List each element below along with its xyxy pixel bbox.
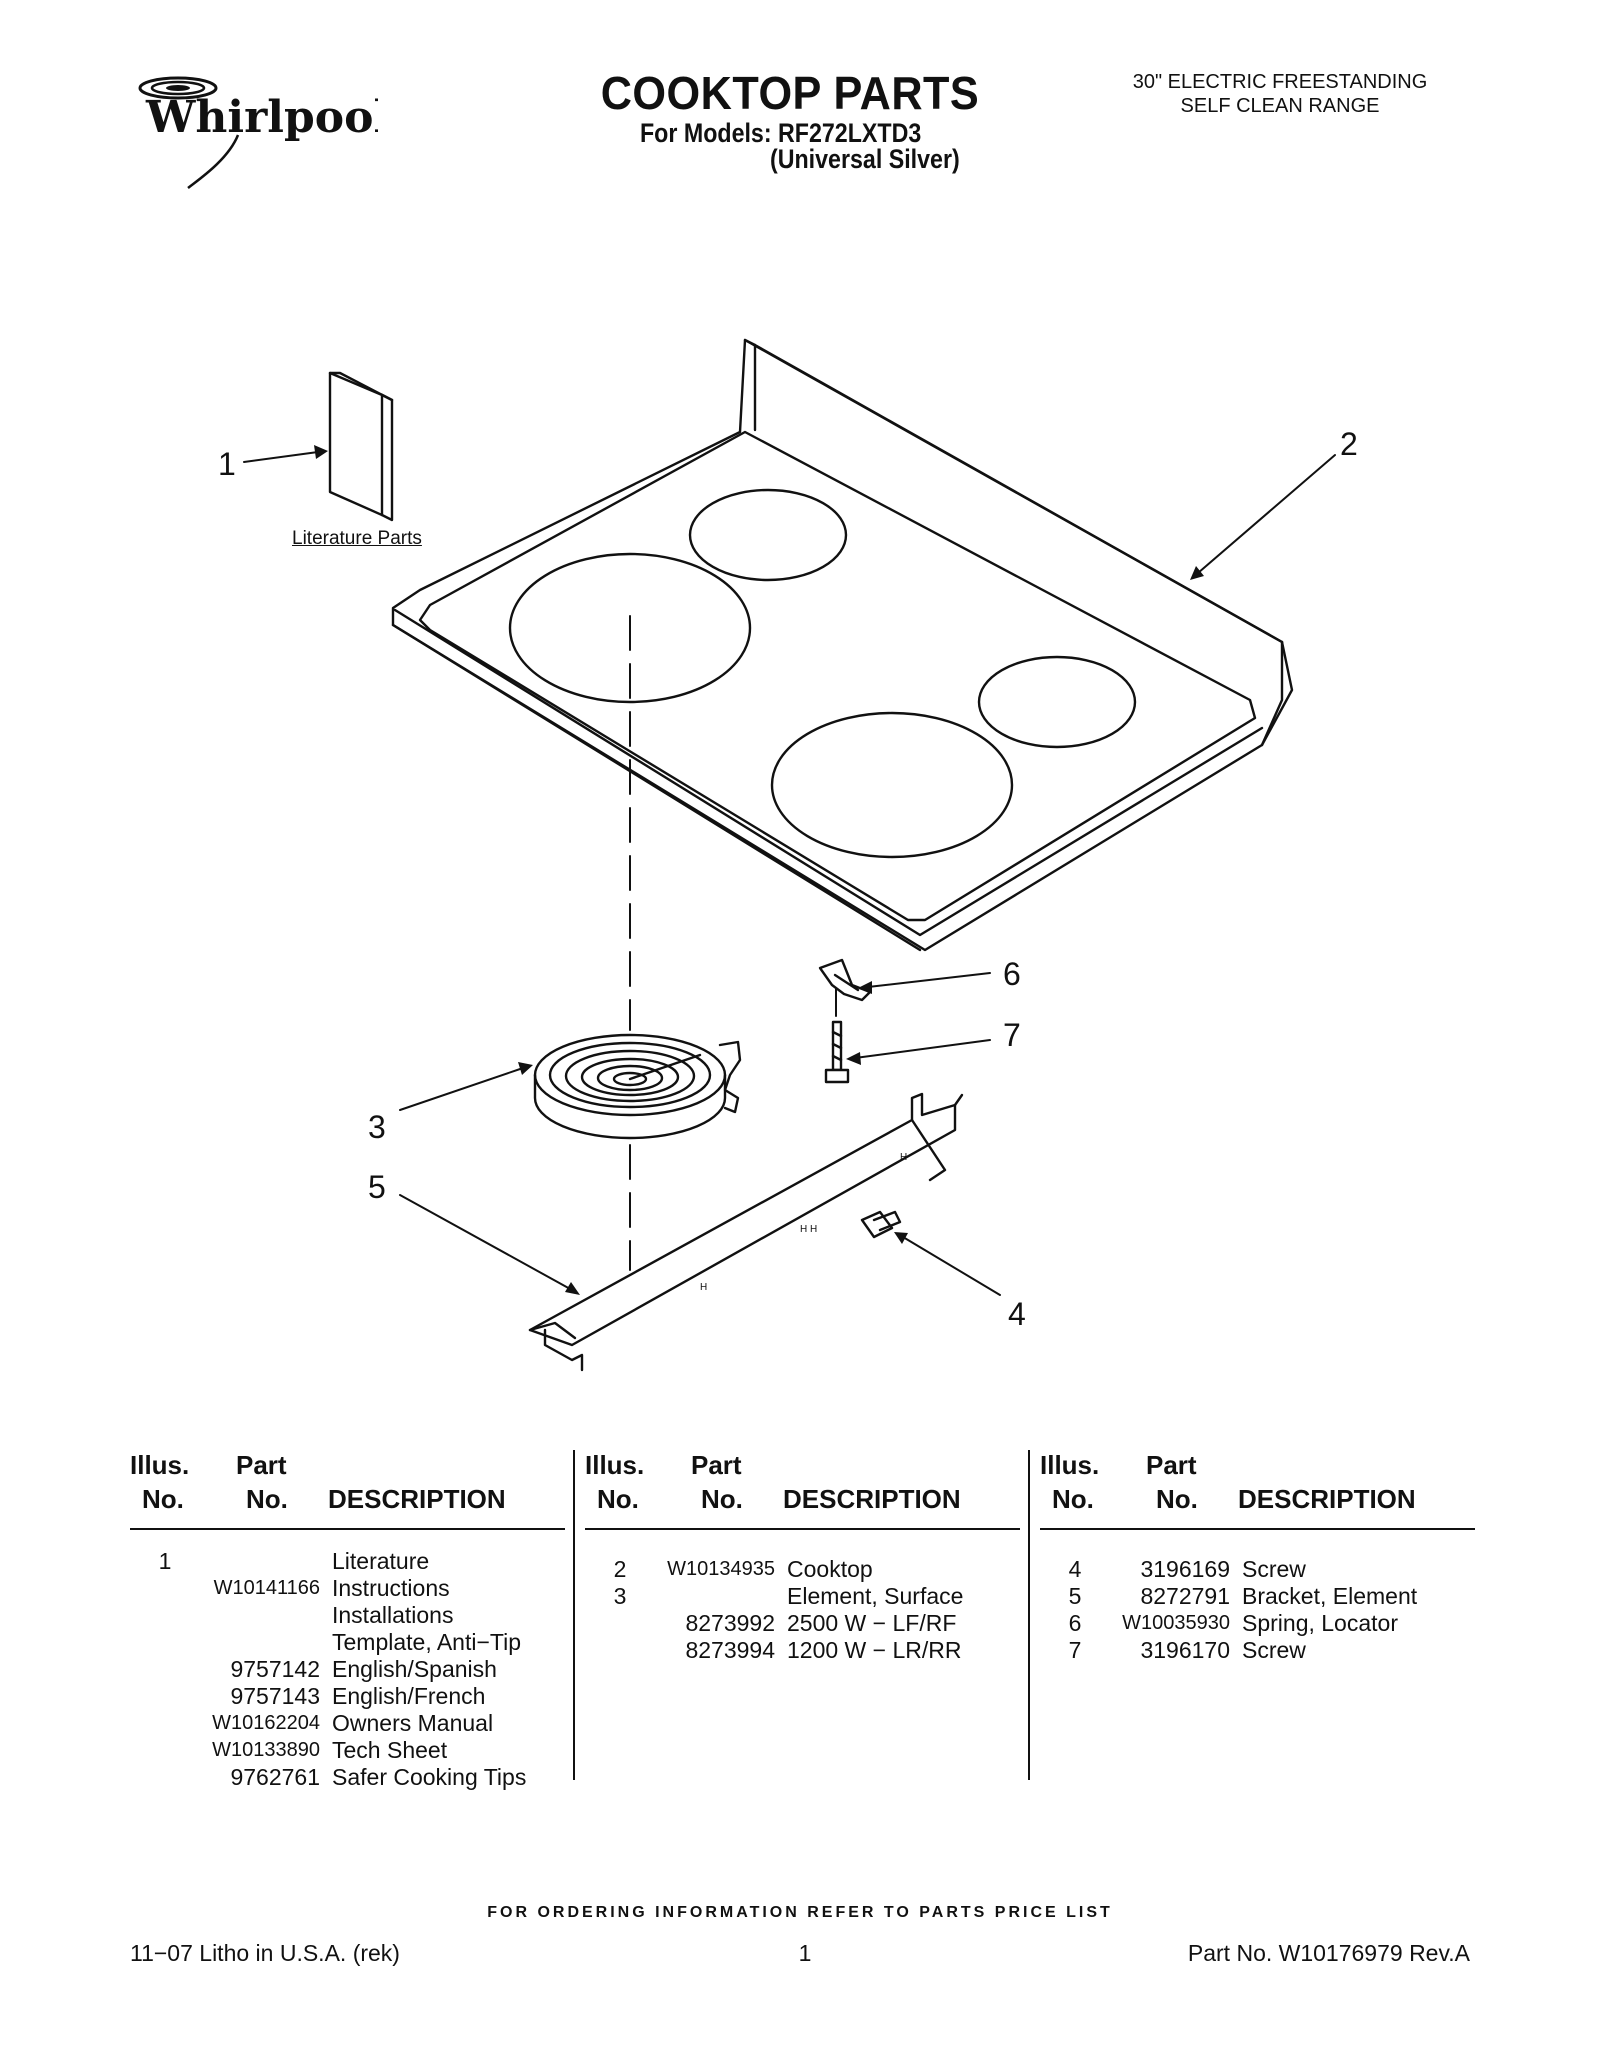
- spring-locator-drawing: [818, 958, 872, 1002]
- callout-3: 3: [368, 1109, 386, 1145]
- header-part-top: Part: [236, 1450, 287, 1480]
- header-part-top: Part: [1146, 1450, 1197, 1480]
- cooktop-drawing: [391, 338, 1294, 952]
- header-illus-top: Illus.: [1040, 1450, 1100, 1480]
- document-part-number: Part No. W10176979 Rev.A: [1187, 1940, 1470, 1966]
- svg-text:H: H: [700, 1282, 707, 1293]
- header-description: DESCRIPTION: [328, 1484, 506, 1514]
- whirlpool-logo: Whirlpool: [138, 76, 378, 189]
- header-part-bottom: No.: [246, 1484, 288, 1514]
- surface-element-drawing: [533, 1033, 742, 1140]
- header-illus-bottom: No.: [1052, 1484, 1094, 1514]
- product-description: 30" ELECTRIC FREESTANDING SELF CLEAN RAN…: [1100, 70, 1460, 118]
- column-divider: [573, 1450, 575, 1780]
- page-title: COOKTOP PARTS: [600, 67, 980, 119]
- table-row: Template, Anti−Tip: [332, 1629, 521, 1655]
- header-description: DESCRIPTION: [783, 1484, 961, 1514]
- header-illus-top: Illus.: [130, 1450, 190, 1480]
- header-description: DESCRIPTION: [1238, 1484, 1416, 1514]
- table-row: Installations: [332, 1602, 454, 1628]
- column-header: Illus. No. Part No. DESCRIPTION: [1040, 1450, 1475, 1530]
- variant-line: (Universal Silver): [770, 144, 960, 174]
- bracket-drawing: H H H H: [528, 1092, 964, 1372]
- models-line: For Models: RF272LXTD3: [640, 118, 922, 148]
- callout-numbers: 1 2 3 4 5 6 7: [218, 426, 1358, 1332]
- callout-5: 5: [368, 1169, 386, 1205]
- screw-7-drawing: [824, 1020, 850, 1084]
- product-line-2: SELF CLEAN RANGE: [1180, 95, 1380, 117]
- callout-2: 2: [1340, 426, 1358, 462]
- product-line-1: 30" ELECTRIC FREESTANDING: [1132, 71, 1428, 93]
- header-part-bottom: No.: [1156, 1484, 1198, 1514]
- page-number: 1: [798, 1940, 812, 1966]
- leader-lines: [243, 451, 1336, 1296]
- screw-4-drawing: [860, 1210, 902, 1239]
- svg-text:H H: H H: [800, 1224, 817, 1235]
- header-part-top: Part: [691, 1450, 742, 1480]
- header-part-bottom: No.: [701, 1484, 743, 1514]
- header-illus-top: Illus.: [585, 1450, 645, 1480]
- column-header: Illus. No. Part No. DESCRIPTION: [585, 1450, 1020, 1530]
- litho-note: 11−07 Litho in U.S.A. (rek): [130, 1940, 400, 1966]
- literature-caption: Literature Parts: [292, 528, 422, 549]
- callout-6: 6: [1003, 956, 1021, 992]
- header-illus-bottom: No.: [142, 1484, 184, 1514]
- column-divider: [1028, 1450, 1030, 1780]
- leader-arrowheads: [314, 445, 1204, 1295]
- callout-1: 1: [218, 446, 236, 482]
- brand-wordmark: Whirlpool: [145, 92, 378, 143]
- svg-text:H: H: [900, 1152, 907, 1163]
- column-header: Illus. No. Part No. DESCRIPTION: [130, 1450, 565, 1530]
- literature-booklet: [328, 371, 394, 522]
- header-illus-bottom: No.: [597, 1484, 639, 1514]
- parts-diagram: H H H H 1 2: [218, 338, 1358, 1372]
- callout-7: 7: [1003, 1017, 1021, 1053]
- callout-4: 4: [1008, 1296, 1026, 1332]
- ordering-note: FOR ORDERING INFORMATION REFER TO PARTS …: [487, 1904, 1113, 1921]
